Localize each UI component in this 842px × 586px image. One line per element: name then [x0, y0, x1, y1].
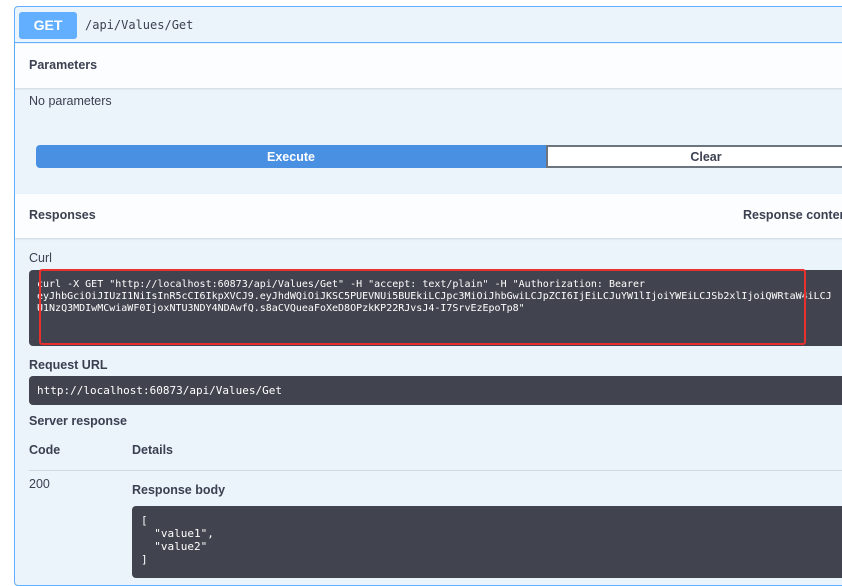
server-response-label: Server response [29, 414, 127, 428]
curl-label: Curl [29, 251, 52, 265]
response-body[interactable]: [ "value1", "value2" ] [132, 506, 842, 578]
operation-block: GET /api/Values/Get Parameters No parame… [14, 6, 842, 586]
parameters-header: Parameters [15, 44, 842, 88]
request-url-value[interactable]: http://localhost:60873/api/Values/Get [29, 376, 842, 405]
method-badge: GET [19, 12, 77, 39]
code-column-header: Code [29, 443, 61, 457]
operation-summary[interactable]: GET /api/Values/Get [15, 7, 842, 43]
response-content-type-label: Response conter [743, 208, 842, 222]
response-body-label: Response body [132, 483, 226, 497]
request-url-label: Request URL [29, 358, 108, 372]
operation-path: /api/Values/Get [85, 18, 194, 32]
details-column-header: Details [132, 443, 173, 457]
parameters-title: Parameters [29, 58, 98, 72]
clear-button[interactable]: Clear [546, 145, 842, 168]
no-parameters-text: No parameters [29, 94, 112, 108]
table-divider [29, 470, 842, 471]
status-code: 200 [29, 477, 50, 491]
responses-title: Responses [29, 208, 96, 222]
responses-header: Responses Response conter [15, 194, 842, 238]
execute-button[interactable]: Execute [36, 145, 546, 168]
curl-command[interactable]: curl -X GET "http://localhost:60873/api/… [29, 270, 842, 346]
